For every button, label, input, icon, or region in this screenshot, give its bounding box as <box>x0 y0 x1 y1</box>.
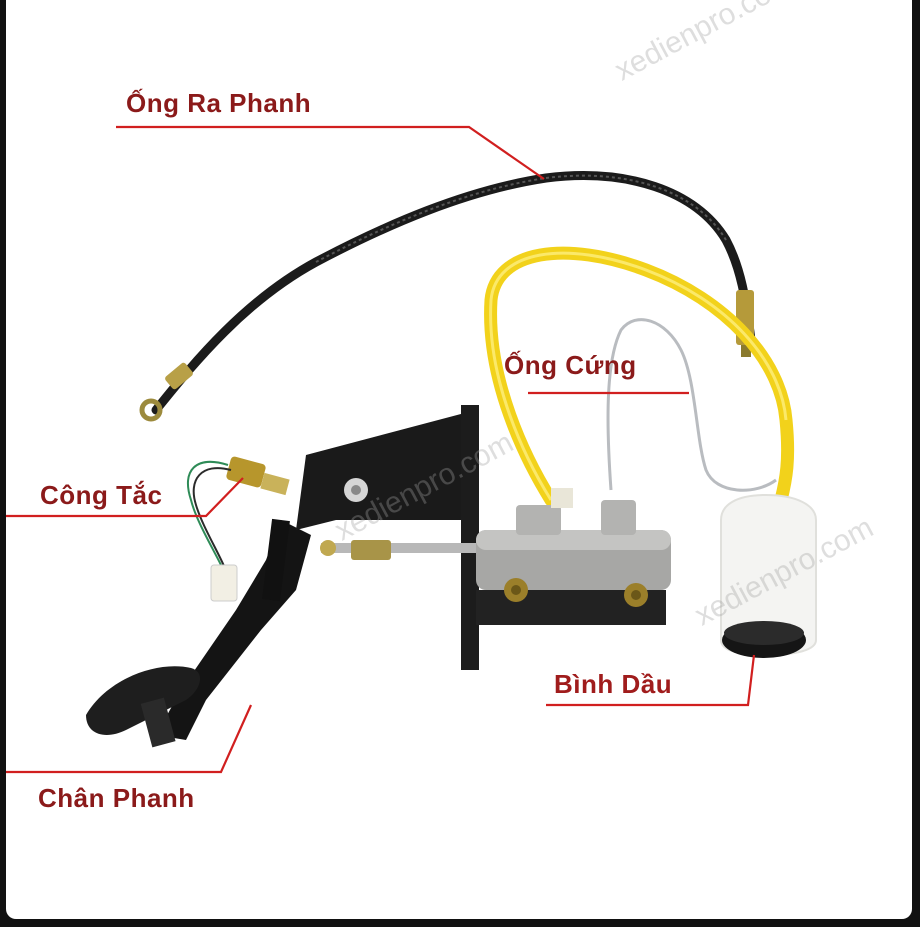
leader-lines <box>6 125 756 774</box>
product-image-card: xedienpro.com xedienpro.com xedienpro.co… <box>6 0 912 919</box>
pedal-foot-pad <box>86 666 201 735</box>
label-ong-ra-phanh: Ống Ra Phanh <box>126 88 312 118</box>
push-rod <box>321 543 476 553</box>
brake-assembly-illustration <box>6 125 817 774</box>
label-binh-dau: Bình Dầu <box>554 669 673 699</box>
leader-ong-ra-phanh <box>116 125 545 180</box>
mounting-plate <box>461 405 479 670</box>
switch-connector <box>210 564 238 602</box>
label-cong-tac: Công Tắc <box>40 480 163 510</box>
pedal-sector-plate <box>296 410 476 530</box>
leader-binh-dau <box>546 654 756 707</box>
brake-output-hose <box>151 171 756 415</box>
brake-light-switch <box>226 456 266 488</box>
hose-banjo-left <box>139 398 163 422</box>
hard-brake-line <box>606 318 777 492</box>
leader-chan-phanh <box>6 704 253 774</box>
brake-pedal-lever <box>156 520 311 740</box>
hose-fitting-left <box>165 362 193 390</box>
label-chan-phanh: Chân Phanh <box>38 783 195 813</box>
label-ong-cung: Ống Cứng <box>504 350 637 380</box>
leader-cong-tac <box>6 477 244 518</box>
